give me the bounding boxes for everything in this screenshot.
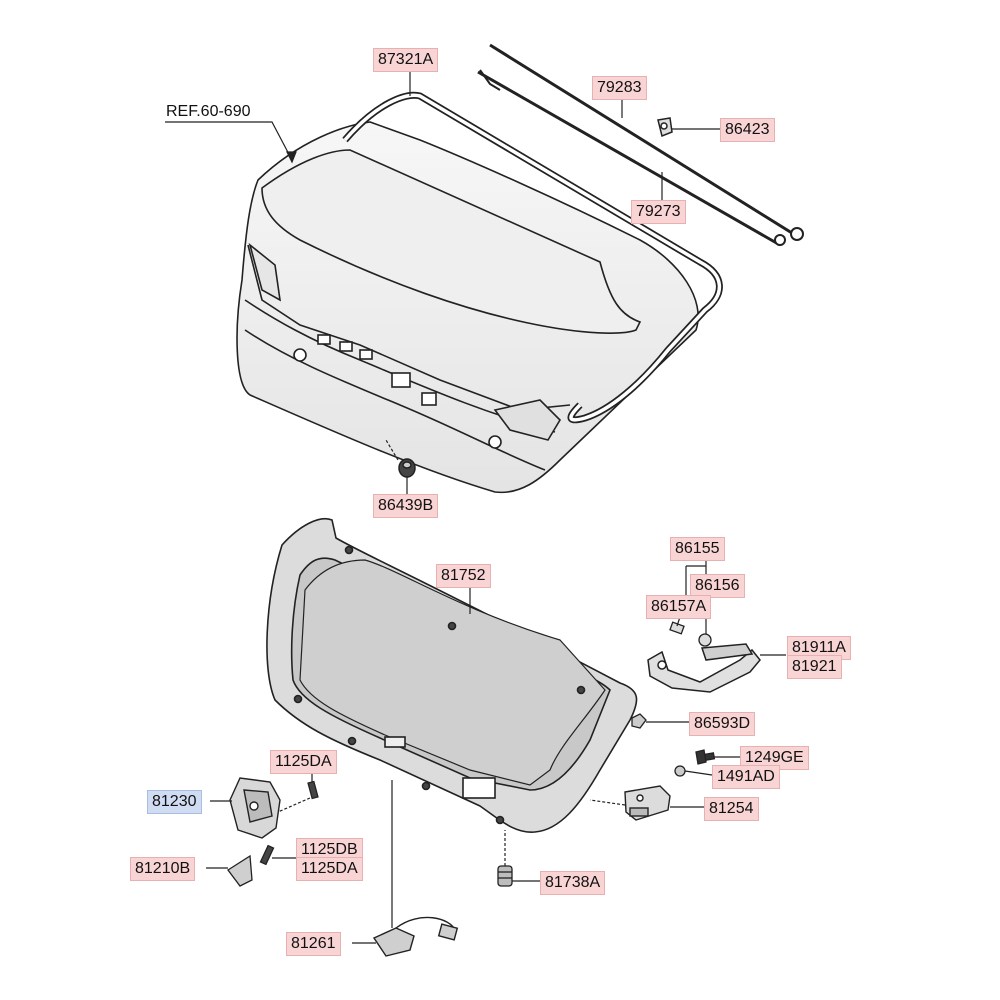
bolt-1249GE [695,749,716,765]
part-label-79273[interactable]: 79273 [631,200,686,224]
trunk-lid-striker [624,785,671,821]
bumper-81738A [497,865,513,887]
bumper-86439B [398,458,416,478]
trunk-lid-panel [236,121,699,494]
bracket-81210B [227,854,253,887]
part-label-81921[interactable]: 81921 [787,655,842,679]
part-label-81738A[interactable]: 81738A [540,871,606,895]
bolt-1125DA-upper [307,780,319,800]
part-label-86593D[interactable]: 86593D [689,712,756,736]
part-label-1125DA-upper[interactable]: 1125DA [270,750,337,774]
weatherstrip-seal [342,91,723,424]
trunk-lid-switch [372,916,459,957]
part-label-86157A[interactable]: 86157A [646,595,712,619]
part-label-87321A[interactable]: 87321A [373,48,439,72]
part-label-86439B[interactable]: 86439B [373,494,439,518]
part-label-81261[interactable]: 81261 [286,932,341,956]
trunk-lid-hinge [647,643,761,693]
part-label-1125DA-lower[interactable]: 1125DA [296,857,363,881]
reference-label: REF.60-690 [166,103,251,120]
part-label-81752[interactable]: 81752 [436,564,491,588]
part-label-81230[interactable]: 81230 [147,790,202,814]
part-label-1491AD[interactable]: 1491AD [712,765,780,789]
part-label-86423[interactable]: 86423 [720,118,775,142]
part-label-86155[interactable]: 86155 [670,537,725,561]
washer-1491AD [674,765,686,777]
part-label-81254[interactable]: 81254 [704,797,759,821]
trunk-lid-trim-panel [266,518,638,833]
hinge-bolts [669,621,712,647]
part-label-79283[interactable]: 79283 [592,76,647,100]
trunk-lid-stay-rods [477,43,804,247]
trunk-lid-latch [229,777,281,839]
bolt-1125DB [259,844,275,866]
part-label-81210B[interactable]: 81210B [130,857,196,881]
clip-86423 [657,117,673,138]
part-label-86156[interactable]: 86156 [690,574,745,598]
nut-86593D [631,713,647,729]
